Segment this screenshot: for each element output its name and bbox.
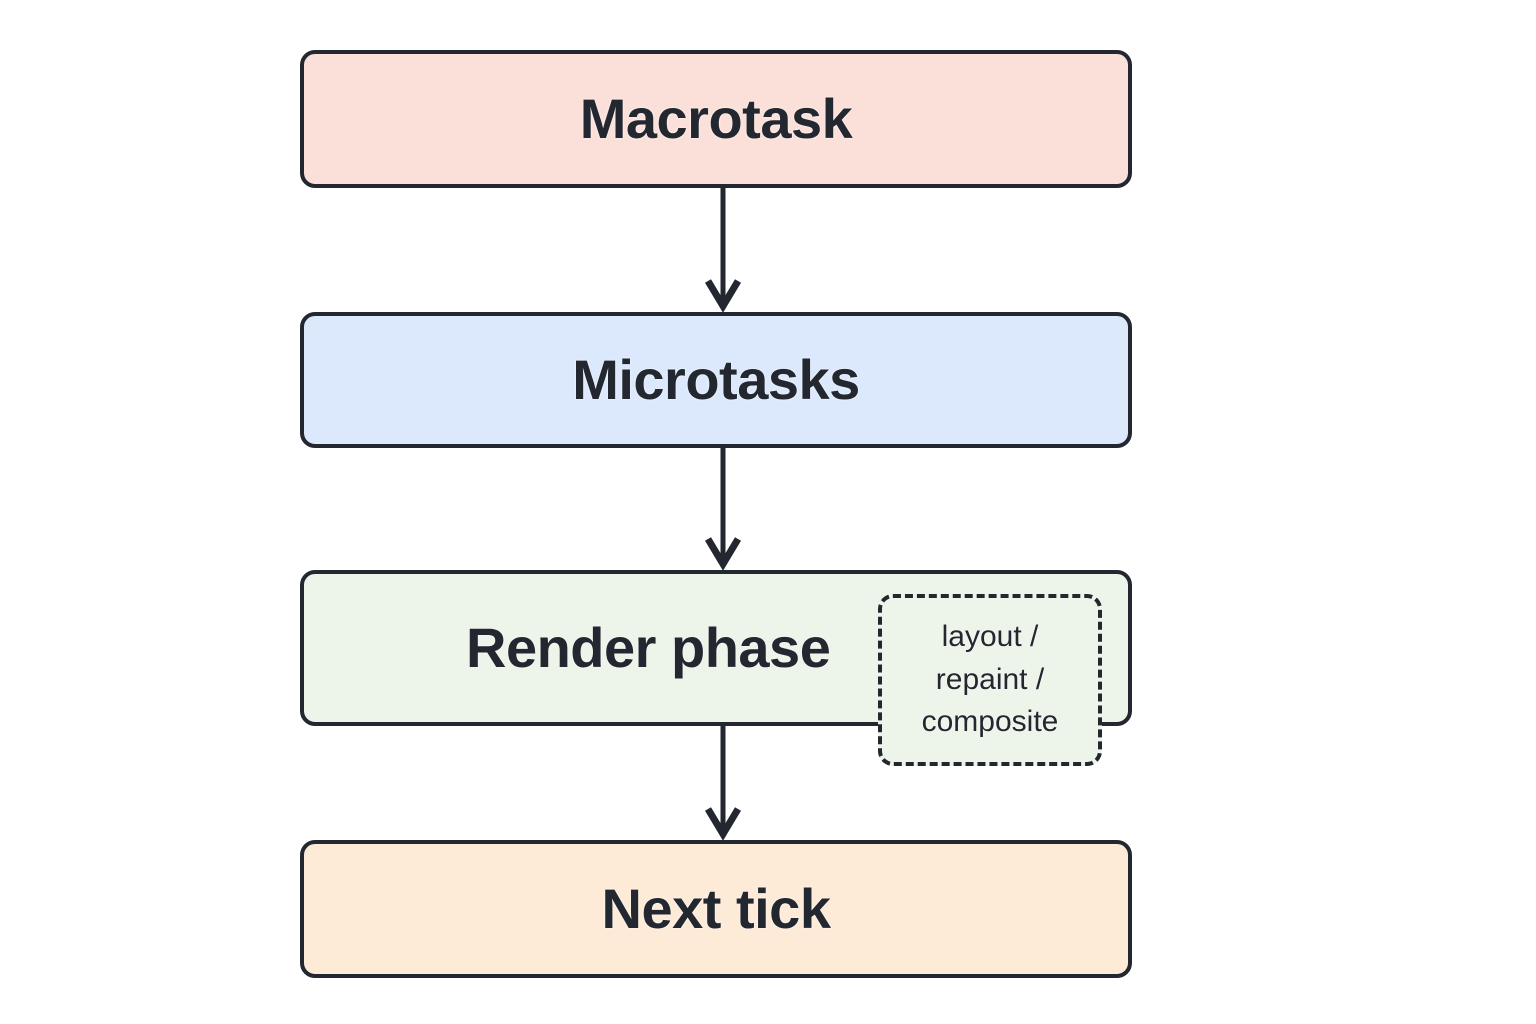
node-render-phase-label: Render phase bbox=[466, 616, 831, 680]
node-microtasks[interactable]: Microtasks bbox=[300, 312, 1132, 448]
node-microtasks-label: Microtasks bbox=[572, 348, 860, 412]
arrow-down-icon bbox=[704, 448, 742, 570]
arrow-render-phase-to-next-tick bbox=[703, 726, 743, 840]
node-next-tick-label: Next tick bbox=[601, 877, 831, 941]
node-next-tick[interactable]: Next tick bbox=[300, 840, 1132, 978]
note-render-detail[interactable]: layout / repaint / composite bbox=[878, 594, 1102, 766]
arrow-macrotask-to-microtasks bbox=[703, 188, 743, 312]
arrow-microtasks-to-render-phase bbox=[703, 448, 743, 570]
arrow-down-icon bbox=[704, 188, 742, 312]
note-render-detail-label: layout / repaint / composite bbox=[921, 620, 1059, 739]
arrow-down-icon bbox=[704, 726, 742, 840]
node-macrotask[interactable]: Macrotask bbox=[300, 50, 1132, 188]
node-macrotask-label: Macrotask bbox=[579, 87, 853, 151]
